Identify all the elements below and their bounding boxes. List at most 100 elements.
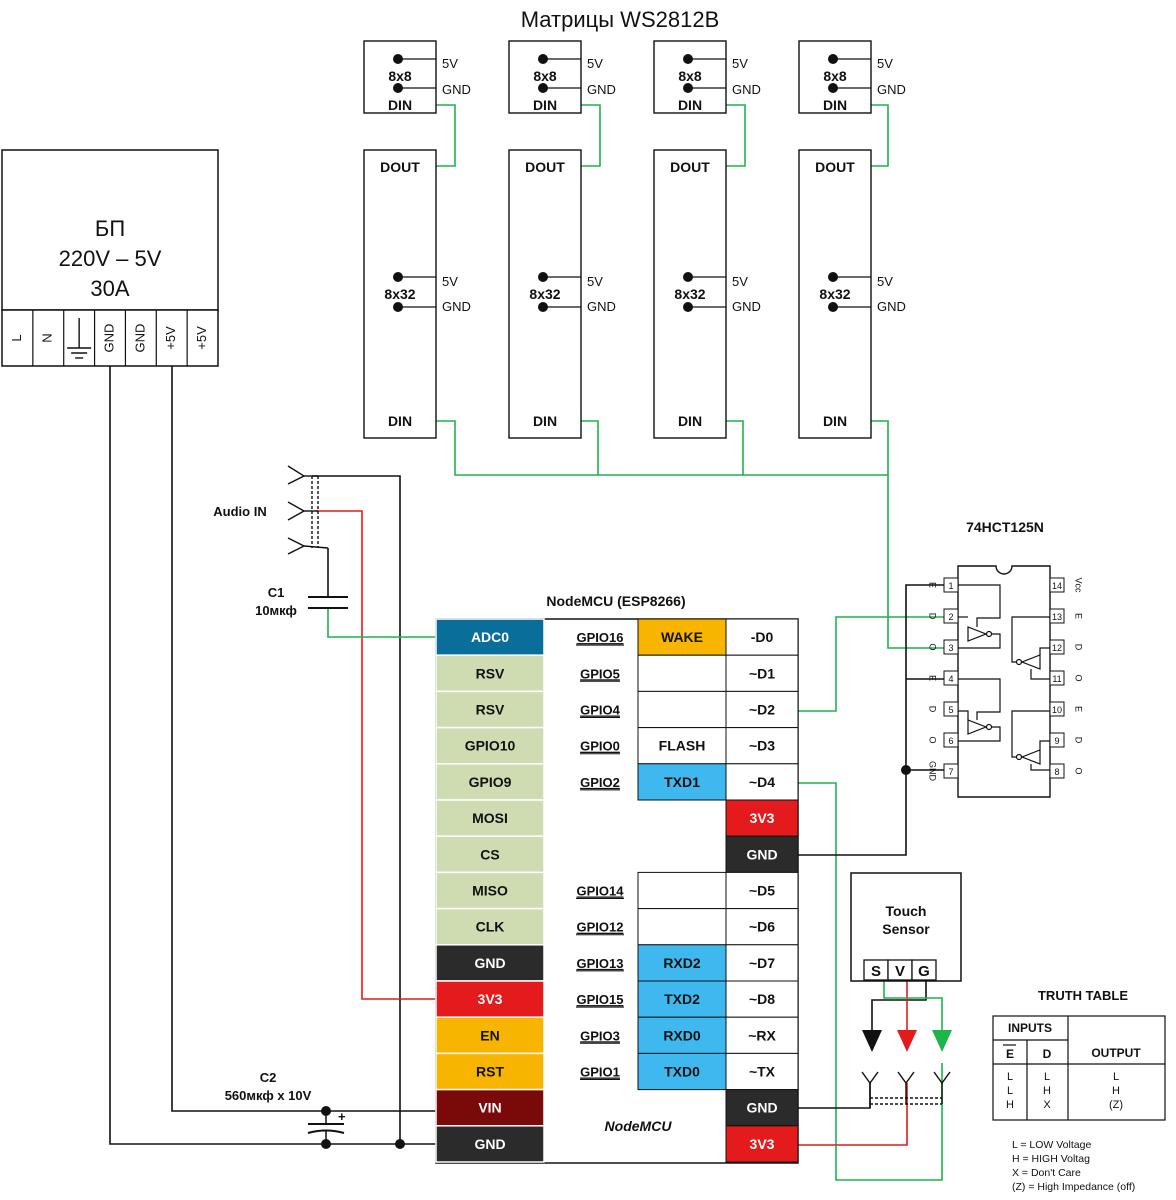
nodemcu-left-pin: RST <box>435 1052 545 1091</box>
nodemcu-board: NodeMCU (ESP8266) ADC0RSVRSVGPIO10GPIO9M… <box>435 593 799 1164</box>
ic-left-pin: 3O <box>928 639 959 655</box>
ic-right-pin-name: D <box>1074 737 1084 744</box>
ic-left-pin-number: 5 <box>948 705 953 715</box>
capacitor-c1: C1 10мкф <box>255 585 348 618</box>
ic-right-pin-name: E <box>1074 613 1084 619</box>
matrix-8x32-din: DIN <box>823 413 847 429</box>
psu-terminal-label: +5V <box>194 326 209 350</box>
nodemcu-func-pin-label: TXD0 <box>664 1064 700 1080</box>
gpio-label: GPIO14 <box>577 884 625 899</box>
ic-left-pin: 5D <box>928 701 959 717</box>
touch-pin-label: G <box>918 963 930 980</box>
nodemcu-right-pin-label: ~D2 <box>749 702 775 718</box>
nodemcu-right-pin: GND <box>725 835 799 873</box>
psu-terminal-label: L <box>9 334 24 341</box>
truth-table-cell: H <box>1006 1099 1014 1111</box>
nodemcu-func-pin: TXD1 <box>637 763 727 801</box>
ic-right-pin-name: Vcc <box>1074 577 1084 593</box>
ic-left-pin-number: 7 <box>948 767 953 777</box>
gpio-label: GPIO1 <box>580 1065 620 1080</box>
truth-table-title: TRUTH TABLE <box>1038 988 1128 1003</box>
psu-current: 30A <box>90 276 129 301</box>
nodemcu-right-pin: ~D2 <box>725 690 799 729</box>
audio-input: Audio IN <box>213 465 329 555</box>
truth-col-d: D <box>1043 1047 1052 1061</box>
ic-left-pin-name: E <box>928 582 938 588</box>
psu-voltage: 220V – 5V <box>59 246 162 271</box>
touch-line1: Touch <box>886 903 927 919</box>
truth-table-cell: L <box>1007 1071 1013 1083</box>
matrix-8x8-size: 8x8 <box>678 68 702 84</box>
nodemcu-left-pin-label: GND <box>474 955 505 971</box>
nodemcu-left-pin-label: RSV <box>476 665 505 681</box>
nodemcu-func-pin: RXD2 <box>637 944 727 982</box>
matrix-8x8-gnd: GND <box>442 82 471 97</box>
ic-left-pin-name: D <box>928 706 938 713</box>
nodemcu-right-pin: 3V3 <box>725 1125 799 1163</box>
gpio-label: GPIO4 <box>580 703 621 718</box>
nodemcu-func-pin: RXD0 <box>637 1016 727 1054</box>
nodemcu-left-pin: EN <box>435 1016 545 1055</box>
matrix-8x32-size: 8x32 <box>674 286 705 302</box>
nodemcu-left-pin: MOSI <box>435 799 545 837</box>
psu-name: БП <box>95 216 125 241</box>
gpio-label: GPIO13 <box>577 956 624 971</box>
nodemcu-left-pin: GND <box>435 944 545 982</box>
nodemcu-left-pin-label: GPIO10 <box>465 738 516 754</box>
capacitor-c2: + C2 560мкф х 10V <box>225 1070 346 1144</box>
nodemcu-func-pin-label: WAKE <box>661 629 703 645</box>
nodemcu-func-pin: TXD0 <box>637 1052 727 1091</box>
ic-left-pin-number: 4 <box>948 674 953 684</box>
nodemcu-right-pin: ~D7 <box>725 944 799 982</box>
nodemcu-left-pin-label: 3V3 <box>478 991 503 1007</box>
psu-terminal-label: GND <box>101 324 116 353</box>
nodemcu-right-pin-label: ~D4 <box>749 774 775 790</box>
audio-label: Audio IN <box>213 504 266 519</box>
truth-table-cell: L <box>1044 1071 1050 1083</box>
matrix-8x32-dout: DOUT <box>670 159 710 175</box>
nodemcu-right-pin: ~D1 <box>725 654 799 692</box>
nodemcu-func-pin <box>637 908 727 946</box>
matrix-8x32-dout: DOUT <box>525 159 565 175</box>
matrix-8x32-dout: DOUT <box>380 159 420 175</box>
nodemcu-left-pin: 3V3 <box>435 980 545 1018</box>
matrix-8x32-gnd: GND <box>732 299 761 314</box>
psu-terminal-label: N <box>40 333 55 342</box>
nodemcu-right-pin: ~D8 <box>725 980 799 1018</box>
matrix-8x8-5v: 5V <box>732 56 748 71</box>
ic-left-pin: 2D <box>928 608 959 624</box>
truth-table-cell: H <box>1112 1085 1120 1097</box>
truth-col-output: OUTPUT <box>1091 1046 1141 1060</box>
ic-left-pin-name: O <box>928 643 938 650</box>
nodemcu-func-pin: WAKE <box>637 618 727 656</box>
matrix-8x8-5v: 5V <box>587 56 603 71</box>
gpio-label: GPIO12 <box>577 920 624 935</box>
nodemcu-left-pin: GND <box>435 1125 545 1163</box>
nodemcu-left-pin-label: VIN <box>478 1100 501 1116</box>
nodemcu-left-pin: CS <box>435 835 545 874</box>
nodemcu-right-pin-label: -D0 <box>751 629 774 645</box>
ic-right-pin-name: D <box>1074 644 1084 651</box>
matrix-8x8-din: DIN <box>533 97 557 113</box>
nodemcu-left-pin-label: MISO <box>472 883 508 899</box>
ic-left-pin-name: GND <box>928 761 938 782</box>
nodemcu-right-pin-label: 3V3 <box>750 1136 775 1152</box>
ic-left-pin-number: 2 <box>948 612 953 622</box>
matrix-8x8-size: 8x8 <box>823 68 847 84</box>
ic-right-pin-number: 9 <box>1054 736 1059 746</box>
nodemcu-right-pin: ~D5 <box>725 871 799 910</box>
